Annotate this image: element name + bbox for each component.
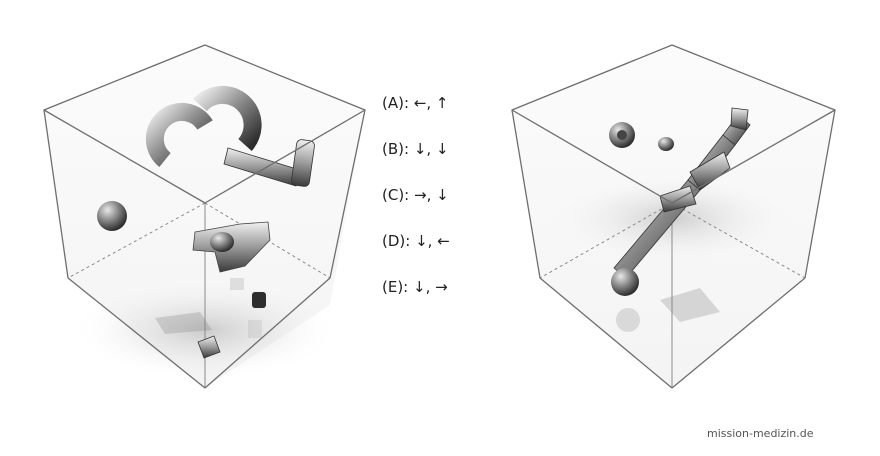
option-arrows: ↓, ← <box>415 232 450 250</box>
option-label: (A): <box>382 94 410 112</box>
disc-center <box>617 130 627 140</box>
option-e[interactable]: (E): ↓, → <box>382 276 450 299</box>
floor-reflection <box>616 288 720 332</box>
floor-reflection <box>155 278 262 338</box>
option-arrows: →, ↓ <box>414 186 449 204</box>
pipe-cluster <box>192 221 271 273</box>
answer-options: (A): ←, ↑ (B): ↓, ↓ (C): →, ↓ (D): ↓, ← … <box>382 92 450 322</box>
cube-edges <box>43 44 366 389</box>
option-b[interactable]: (B): ↓, ↓ <box>382 138 450 161</box>
ring-left <box>145 102 213 168</box>
option-label: (D): <box>382 232 411 250</box>
option-label: (B): <box>382 140 410 158</box>
option-label: (E): <box>382 278 409 296</box>
right-cube <box>511 44 836 389</box>
small-cube <box>197 335 221 359</box>
option-arrows: ←, ↑ <box>413 94 449 112</box>
sphere <box>611 268 639 296</box>
option-a[interactable]: (A): ←, ↑ <box>382 92 450 115</box>
bar <box>223 147 301 187</box>
cube-edges <box>511 44 836 389</box>
option-label: (C): <box>382 186 410 204</box>
option-arrows: ↓, → <box>413 278 448 296</box>
left-cube <box>43 44 366 389</box>
option-arrows: ↓, ↓ <box>413 140 449 158</box>
small-block <box>252 292 266 308</box>
small-cylinder <box>658 137 674 151</box>
ring-right <box>193 85 262 151</box>
option-c[interactable]: (C): →, ↓ <box>382 184 450 207</box>
source-credit: mission-medizin.de <box>707 427 814 440</box>
cube-hidden-edges <box>539 202 806 279</box>
option-d[interactable]: (D): ↓, ← <box>382 230 450 253</box>
bar-end <box>291 139 315 187</box>
sphere <box>97 201 127 231</box>
